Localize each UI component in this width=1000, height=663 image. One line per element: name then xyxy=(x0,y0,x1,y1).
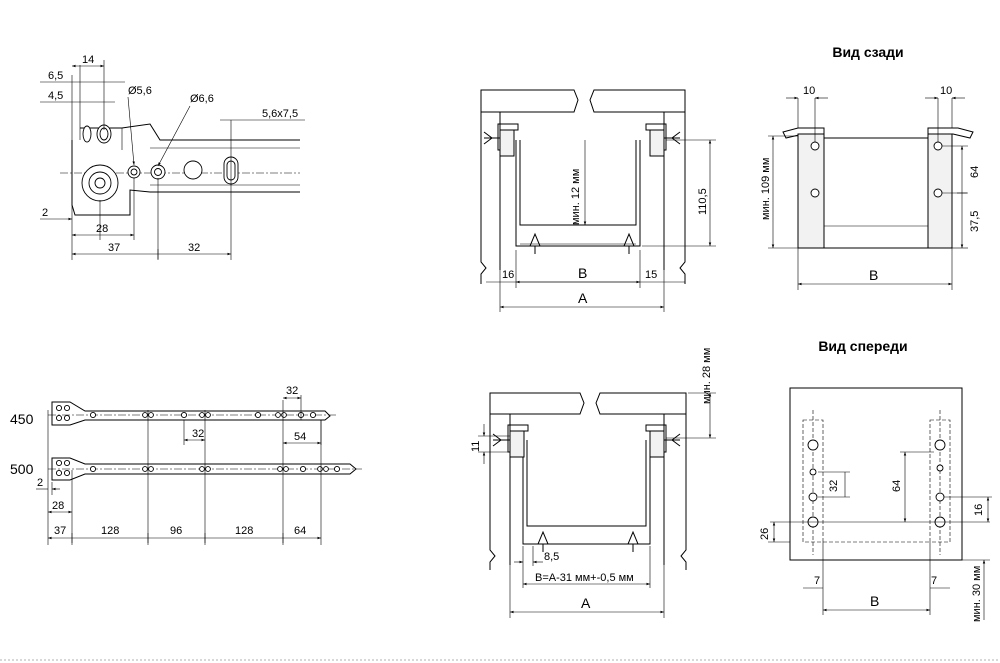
rail-dim-28: 28 xyxy=(52,500,64,512)
slide-dim-4-5: 4,5 xyxy=(48,90,63,102)
front-label-b: B xyxy=(870,593,879,609)
front-dim-min-30: мин. 30 мм xyxy=(971,566,983,622)
top-dim-16: 16 xyxy=(502,269,514,281)
slide-dim-32: 32 xyxy=(188,242,200,254)
rail-dim-32-mid: 32 xyxy=(192,428,204,440)
top-dim-15: 15 xyxy=(645,269,657,281)
front-dim-32: 32 xyxy=(828,480,840,492)
slide-dim-14: 14 xyxy=(82,54,94,66)
slide-dim-hole-6-6: Ø6,6 xyxy=(190,93,214,105)
slide-detail: 6,5 14 4,5 Ø5,6 Ø6,6 5,6x7,5 2 28 37 32 xyxy=(40,54,305,260)
slide-dim-37: 37 xyxy=(108,242,120,254)
rail-dim-64: 64 xyxy=(294,525,306,537)
rail-dim-2: 2 xyxy=(37,477,43,489)
bottom-section-view: мин. 28 мм 11 8,5 B=A-31 мм+-0,5 мм A xyxy=(470,348,716,618)
rail-dim-128-b: 128 xyxy=(235,525,253,537)
rail-450-holes xyxy=(55,404,317,422)
rail-500-holes xyxy=(55,459,341,477)
top-dim-min-12: мин. 12 мм xyxy=(570,169,582,225)
back-dim-37-5: 37,5 xyxy=(969,211,981,232)
slide-dim-6-5: 6,5 xyxy=(48,70,63,82)
front-view: 32 64 16 26 7 7 B мин. 30 мм xyxy=(759,387,992,622)
back-dim-64: 64 xyxy=(969,166,981,178)
back-dim-10-left: 10 xyxy=(803,85,815,97)
slide-dim-2: 2 xyxy=(42,207,48,219)
bottom-dim-11: 11 xyxy=(470,441,482,452)
back-view-header: Вид сзади xyxy=(832,44,903,60)
front-dim-26: 26 xyxy=(759,528,771,540)
front-dim-64: 64 xyxy=(891,480,903,492)
rail-length-500: 500 xyxy=(10,461,34,477)
rail-dim-32-top: 32 xyxy=(286,385,298,397)
front-dim-7-left: 7 xyxy=(814,575,820,587)
rail-dim-54: 54 xyxy=(294,431,306,443)
top-dim-110-5: 110,5 xyxy=(697,188,709,215)
front-view-header: Вид спереди xyxy=(818,338,907,354)
top-section-view: мин. 12 мм 110,5 16 B 15 A xyxy=(480,89,716,312)
rail-dim-128-a: 128 xyxy=(101,525,119,537)
slide-dim-28: 28 xyxy=(96,223,108,235)
top-label-b: B xyxy=(578,265,587,281)
back-label-b: B xyxy=(869,267,878,283)
front-dim-16: 16 xyxy=(973,504,985,516)
bottom-label-a: A xyxy=(581,595,591,611)
top-label-a: A xyxy=(578,290,588,306)
bottom-formula-b: B=A-31 мм+-0,5 мм xyxy=(535,572,634,584)
back-view: 10 10 мин. 109 мм 64 37,5 B xyxy=(760,85,981,290)
slide-dim-hole-5-6: Ø5,6 xyxy=(128,85,152,97)
slide-dim-slot: 5,6x7,5 xyxy=(262,108,298,120)
bottom-dim-min-28: мин. 28 мм xyxy=(701,348,713,404)
rail-dim-96: 96 xyxy=(170,525,182,537)
back-dim-min-109: мин. 109 мм xyxy=(760,158,772,220)
rail-lengths: 450 500 xyxy=(10,385,362,545)
back-dim-10-right: 10 xyxy=(940,85,952,97)
rail-length-450: 450 xyxy=(10,411,34,427)
bottom-dim-8-5: 8,5 xyxy=(544,551,559,563)
rail-dim-37: 37 xyxy=(54,525,66,537)
front-dim-7-right: 7 xyxy=(931,575,937,587)
